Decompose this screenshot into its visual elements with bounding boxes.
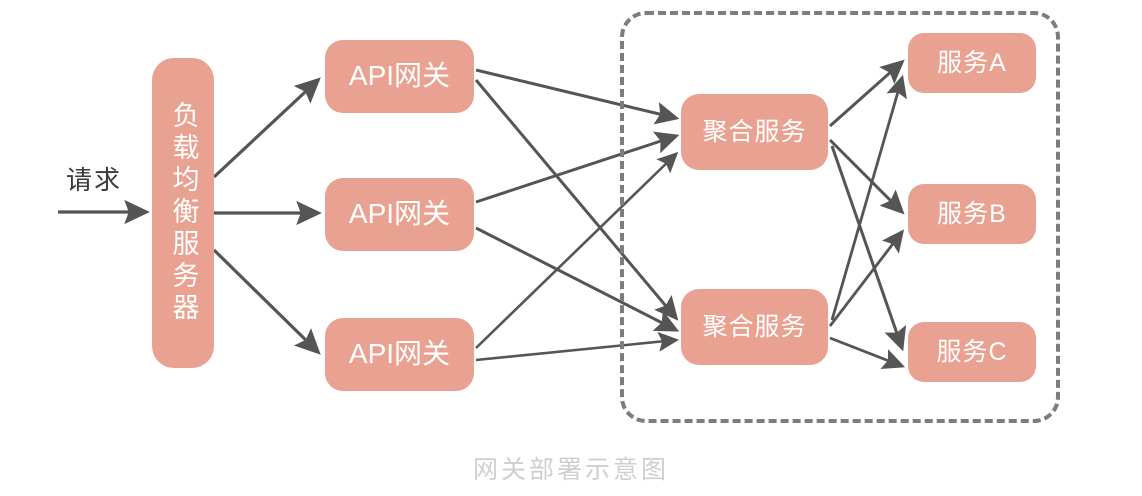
node-api-gateway-1-label: API网关 <box>348 60 451 92</box>
node-api-gateway-2[interactable]: API网关 <box>325 178 474 251</box>
node-aggregation-service-2-label: 聚合服务 <box>702 312 807 341</box>
node-load-balancer-label: 负载均衡服务器 <box>168 101 199 325</box>
edge-load-balancer-to-gateway-1 <box>212 77 321 179</box>
node-load-balancer[interactable]: 负载均衡服务器 <box>152 58 214 368</box>
node-service-c-label: 服务C <box>936 337 1008 366</box>
node-api-gateway-2-label: API网关 <box>348 198 451 230</box>
node-api-gateway-1[interactable]: API网关 <box>325 40 474 113</box>
node-api-gateway-3[interactable]: API网关 <box>325 318 474 391</box>
backend-cluster-boundary <box>620 11 1060 423</box>
node-api-gateway-3-label: API网关 <box>348 338 451 370</box>
node-service-b[interactable]: 服务B <box>908 184 1036 244</box>
node-service-a[interactable]: 服务A <box>908 33 1036 93</box>
node-service-c[interactable]: 服务C <box>908 322 1036 382</box>
diagram-caption: 网关部署示意图 <box>472 456 669 484</box>
request-label: 请求 <box>66 165 123 195</box>
node-service-a-label: 服务A <box>937 48 1007 77</box>
edge-load-balancer-to-gateway-3 <box>212 248 321 355</box>
node-aggregation-service-1[interactable]: 聚合服务 <box>681 94 828 170</box>
node-service-b-label: 服务B <box>937 199 1007 228</box>
node-aggregation-service-1-label: 聚合服务 <box>702 117 807 146</box>
node-aggregation-service-2[interactable]: 聚合服务 <box>681 289 828 365</box>
